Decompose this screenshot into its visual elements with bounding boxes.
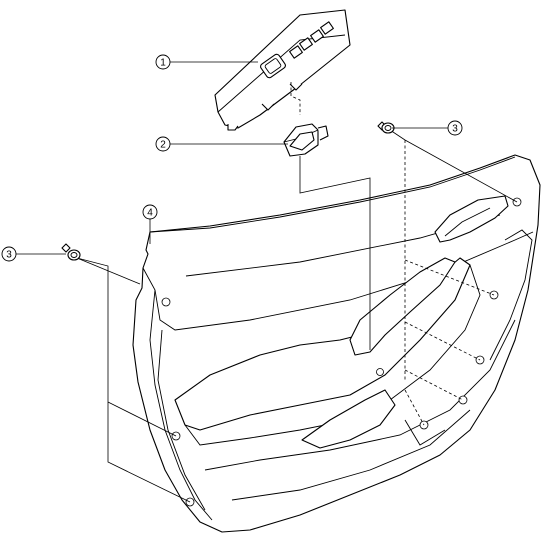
callout-4: 4 — [142, 204, 158, 220]
callout-4-label: 4 — [147, 208, 153, 219]
callout-2: 2 — [155, 136, 171, 152]
callout-3-right: 3 — [447, 120, 463, 136]
clip-hole — [376, 368, 384, 376]
callout-1-label: 1 — [160, 58, 166, 69]
callout-3-left-label: 3 — [6, 250, 12, 261]
clip-right — [377, 121, 395, 134]
power-window-subswitch — [283, 123, 329, 157]
callout-3-left: 3 — [1, 246, 17, 262]
door-trim-panel — [132, 154, 541, 533]
clip-holes — [161, 197, 522, 507]
power-window-master-switch — [214, 9, 351, 131]
assembly-lines — [76, 129, 518, 503]
clip-hole — [458, 395, 468, 405]
callout-1: 1 — [155, 54, 171, 70]
clip-left — [61, 243, 81, 261]
callout-3-right-label: 3 — [452, 124, 458, 135]
callout-2-label: 2 — [160, 140, 166, 151]
clip-hole — [161, 297, 171, 307]
